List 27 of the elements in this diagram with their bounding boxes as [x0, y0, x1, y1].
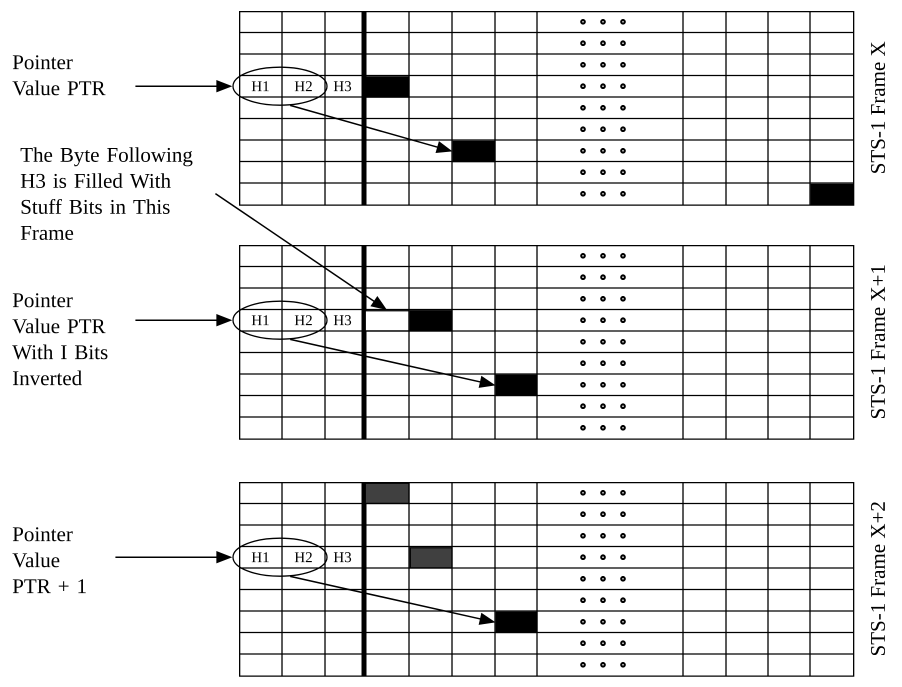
byte-label: H2 — [294, 80, 314, 92]
byte-label: H1 — [250, 552, 270, 563]
byte-label: H3 — [332, 314, 352, 326]
annotation-text: The Byte Following H3 is Filled With Stuff Bits in This Frame — [20, 147, 192, 240]
frame-grid — [239, 245, 854, 440]
byte-label: H2 — [294, 552, 314, 563]
frame-label: STS-1 Frame X — [870, 42, 886, 173]
filled-byte-cell — [410, 310, 453, 332]
pointer-ellipse — [232, 538, 328, 577]
byte-label: H2 — [294, 314, 314, 326]
filled-byte-cell — [364, 76, 410, 98]
filled-byte-cell — [810, 184, 854, 206]
frame-grid — [239, 11, 854, 206]
frame-label: STS-1 Frame X+2 — [870, 502, 886, 656]
byte-label: H1 — [250, 314, 270, 326]
annotation-text: Pointer Value PTR + 1 — [12, 527, 86, 594]
filled-byte-cell — [364, 482, 410, 504]
annotation-text: Pointer Value PTR With I Bits Inverted — [12, 293, 108, 386]
byte-label: H3 — [332, 552, 352, 563]
frame-label: STS-1 Frame X+1 — [870, 265, 886, 418]
pointer-ellipse — [232, 66, 328, 106]
byte-label: H1 — [250, 80, 270, 92]
pointer-ellipse — [232, 300, 328, 340]
annotation-text: Pointer Value PTR — [12, 55, 106, 96]
byte-label: H3 — [332, 80, 352, 92]
filled-byte-cell — [410, 547, 453, 569]
frame-grid — [239, 482, 854, 677]
